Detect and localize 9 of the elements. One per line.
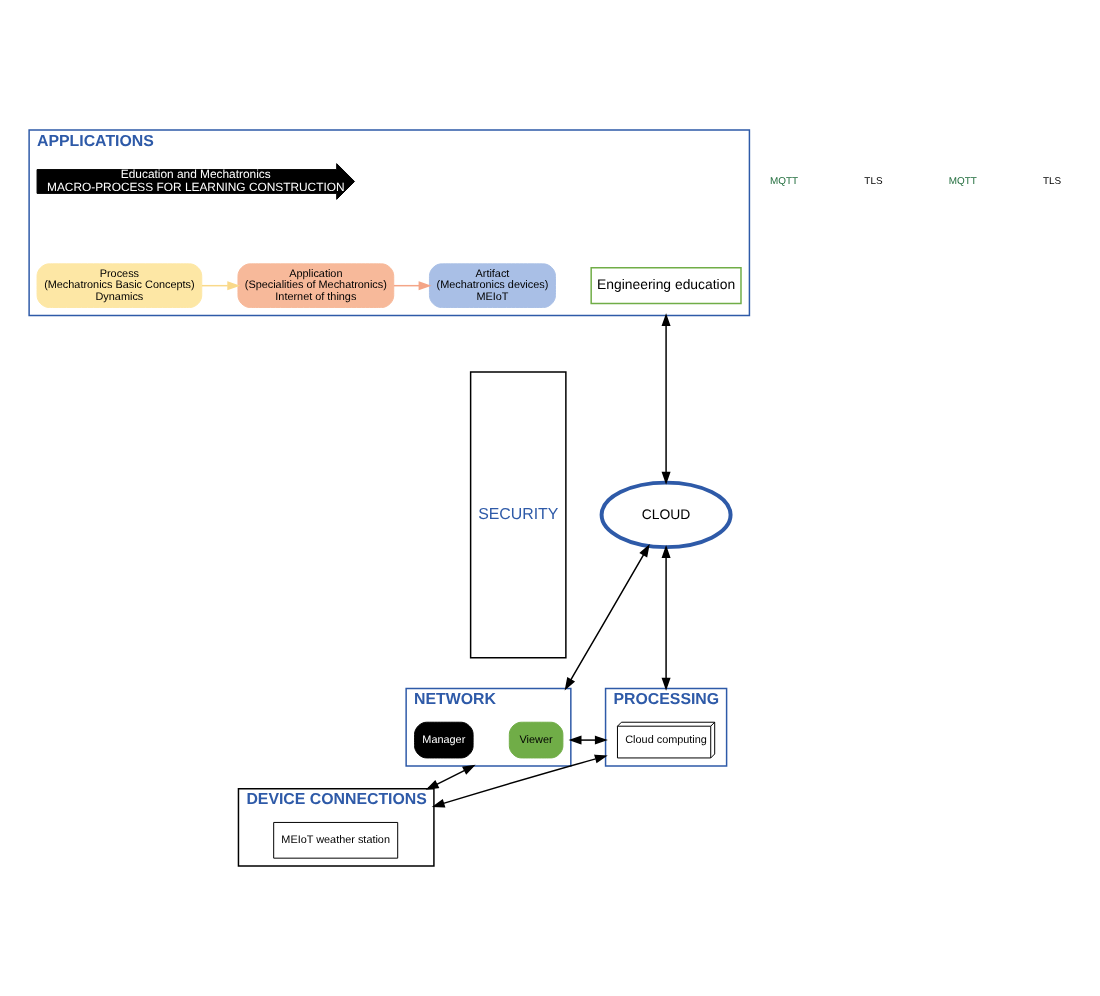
arrow	[661, 313, 671, 485]
arrow	[393, 281, 432, 291]
arrow	[661, 545, 671, 691]
arrow	[568, 735, 608, 745]
node-box: SECURITY	[469, 371, 567, 659]
arrow	[201, 281, 241, 291]
arrow	[425, 764, 476, 790]
arrow	[564, 544, 650, 691]
arrow	[431, 754, 608, 808]
